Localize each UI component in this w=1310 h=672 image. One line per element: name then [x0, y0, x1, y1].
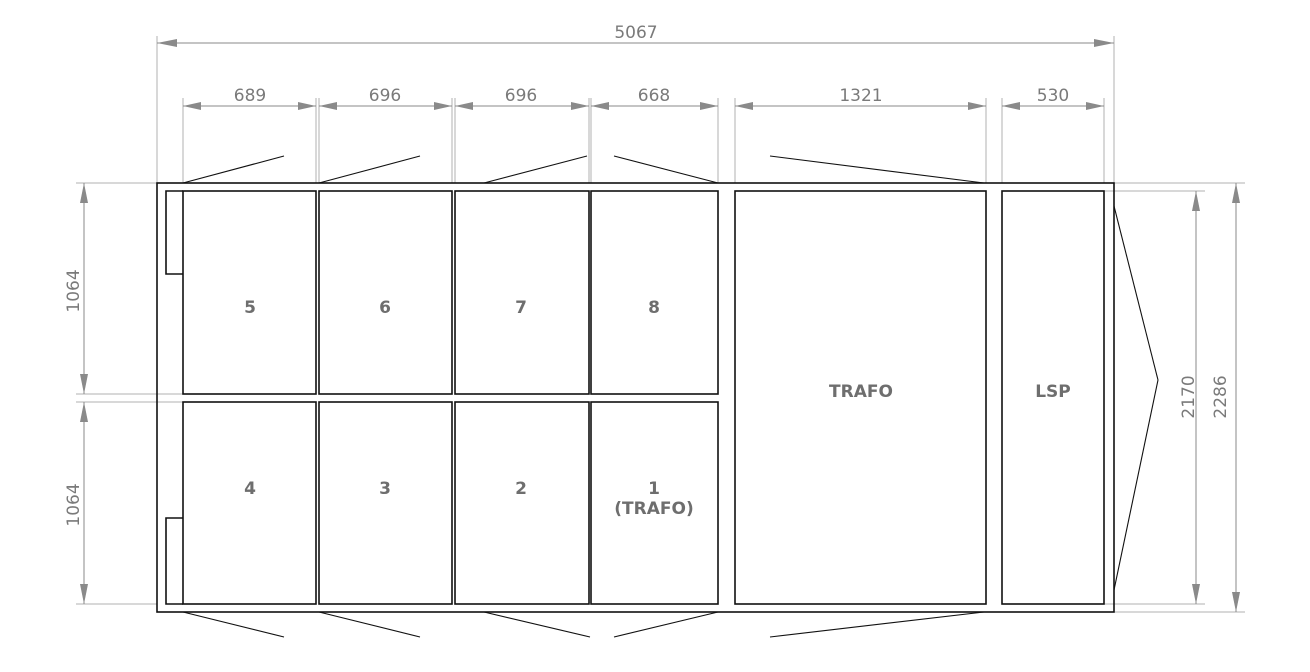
compartments	[182, 190, 1105, 605]
col-width-3: 696	[505, 86, 537, 106]
col-width-6: 530	[1037, 86, 1069, 106]
label-8: 8	[648, 298, 660, 318]
label-6: 6	[379, 298, 391, 318]
col-width-4: 668	[638, 86, 670, 106]
col-width-1: 689	[234, 86, 266, 106]
door-swing-lines	[182, 155, 1159, 638]
total-width-value: 5067	[614, 23, 657, 43]
col-width-5: 1321	[839, 86, 882, 106]
compartment-trafo	[734, 190, 987, 605]
extension-lines	[76, 36, 1245, 613]
cabinet-frame	[156, 182, 1115, 613]
label-4: 4	[244, 479, 256, 499]
compartment-lsp	[1001, 190, 1105, 605]
compartment-7	[454, 190, 590, 395]
label-7: 7	[515, 298, 527, 318]
compartment-3	[318, 401, 453, 605]
col-width-2: 696	[369, 86, 401, 106]
dimension-total-width: 5067	[157, 23, 1114, 47]
frame-notch-top	[165, 190, 183, 275]
dimension-row-heights: 1064 1064	[64, 183, 88, 604]
outer-height-value: 2286	[1211, 375, 1231, 418]
label-lsp: LSP	[1035, 382, 1071, 402]
row-height-bottom: 1064	[64, 483, 84, 526]
frame-notch-bottom	[165, 517, 183, 605]
row-height-top: 1064	[64, 269, 84, 312]
label-1: 1	[648, 479, 660, 499]
dimension-heights-right: 2170 2286	[1179, 183, 1240, 612]
compartment-6	[318, 190, 453, 395]
inner-height-value: 2170	[1179, 375, 1199, 418]
label-2: 2	[515, 479, 527, 499]
compartment-labels: 5 6 7 8 4 3 2 1 (TRAFO) TRAFO LSP	[244, 298, 1071, 519]
label-trafo: TRAFO	[829, 382, 893, 402]
compartment-2	[454, 401, 590, 605]
compartment-1	[590, 401, 719, 605]
label-1-sub: (TRAFO)	[614, 499, 693, 519]
label-5: 5	[244, 298, 256, 318]
compartment-4	[182, 401, 317, 605]
dimension-column-widths: 689 696 696 668 1321 530	[183, 86, 1104, 110]
compartment-8	[590, 190, 719, 395]
compartment-5	[182, 190, 317, 395]
label-3: 3	[379, 479, 391, 499]
